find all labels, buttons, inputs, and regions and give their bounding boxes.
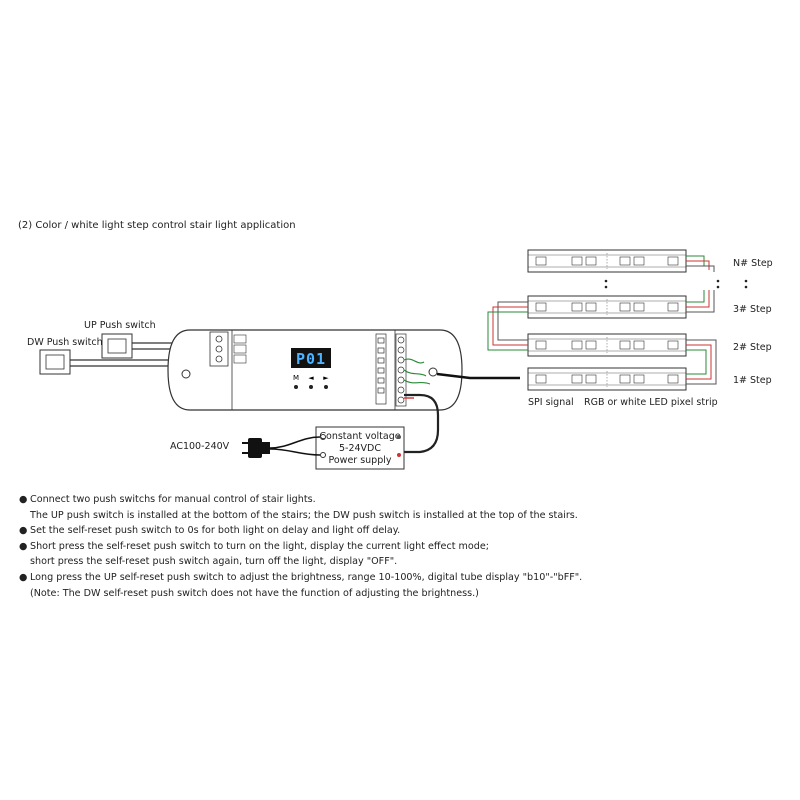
note-item: ● Set the self-reset push switch to 0s f… bbox=[18, 523, 788, 539]
step-label-3: 3# Step bbox=[733, 304, 772, 315]
right-button bbox=[324, 385, 328, 389]
dw-switch-label: DW Push switch bbox=[27, 337, 103, 348]
spi-signal-label: SPI signal bbox=[528, 397, 574, 408]
controller-output-wires bbox=[400, 358, 440, 454]
psu-line-3: Power supply bbox=[328, 455, 391, 466]
dw-push-switch bbox=[39, 349, 71, 375]
left-button bbox=[309, 385, 313, 389]
display-digits: P01 bbox=[296, 350, 326, 368]
note-item: ● Long press the UP self-reset push swit… bbox=[18, 570, 788, 601]
mount-hole-left bbox=[181, 369, 191, 379]
led-strip-2 bbox=[527, 333, 687, 357]
power-supply: Constant voltage 5-24VDC Power supply bbox=[315, 426, 405, 470]
note-line: Short press the self-reset push switch t… bbox=[30, 540, 489, 552]
bullet-icon: ● bbox=[19, 494, 28, 505]
note-line: Long press the UP self-reset push switch… bbox=[30, 571, 583, 583]
note-line: Set the self-reset push switch to 0s for… bbox=[30, 525, 401, 537]
led-strip-1 bbox=[527, 367, 687, 391]
psu-line-1: Constant voltage bbox=[319, 431, 400, 442]
note-item: ● Short press the self-reset push switch… bbox=[18, 539, 788, 570]
note-item: ● Connect two push switchs for manual co… bbox=[18, 492, 788, 523]
strip-interconnect-wires bbox=[487, 255, 717, 385]
note-line: Connect two push switchs for manual cont… bbox=[30, 494, 316, 505]
continuation-dots bbox=[604, 279, 748, 289]
usage-notes: ● Connect two push switchs for manual co… bbox=[18, 492, 788, 601]
note-line: (Note: The DW self-reset push switch doe… bbox=[30, 587, 479, 599]
controller-unit: P01 M ◄ ► bbox=[167, 329, 463, 411]
left-button-label: ◄ bbox=[308, 374, 314, 382]
led-strip-n bbox=[527, 249, 687, 273]
up-switch-label: UP Push switch bbox=[84, 320, 156, 331]
right-button-label: ► bbox=[323, 374, 329, 382]
mode-button-label: M bbox=[293, 374, 299, 382]
step-label-n: N# Step bbox=[733, 258, 773, 269]
note-line: The UP push switch is installed at the b… bbox=[30, 509, 578, 521]
ac-plug bbox=[242, 436, 321, 458]
bullet-icon: ● bbox=[19, 571, 28, 583]
ac-input-label: AC100-240V bbox=[170, 441, 230, 452]
spi-cable bbox=[436, 372, 520, 380]
diagram-heading: (2) Color / white light step control sta… bbox=[18, 220, 296, 231]
led-strip-3 bbox=[527, 295, 687, 319]
step-label-2: 2# Step bbox=[733, 342, 772, 353]
step-label-1: 1# Step bbox=[733, 375, 772, 386]
mode-button bbox=[294, 385, 298, 389]
up-push-switch bbox=[101, 333, 133, 359]
bullet-icon: ● bbox=[19, 525, 28, 537]
mount-hole-right bbox=[428, 367, 438, 377]
note-line: short press the self-reset push switch a… bbox=[30, 556, 398, 568]
output-terminal-block bbox=[375, 333, 407, 407]
input-terminal-block bbox=[209, 331, 247, 367]
psu-line-2: 5-24VDC bbox=[339, 443, 381, 454]
strip-label: RGB or white LED pixel strip bbox=[584, 397, 718, 408]
bullet-icon: ● bbox=[19, 540, 28, 552]
digital-display bbox=[291, 348, 331, 368]
